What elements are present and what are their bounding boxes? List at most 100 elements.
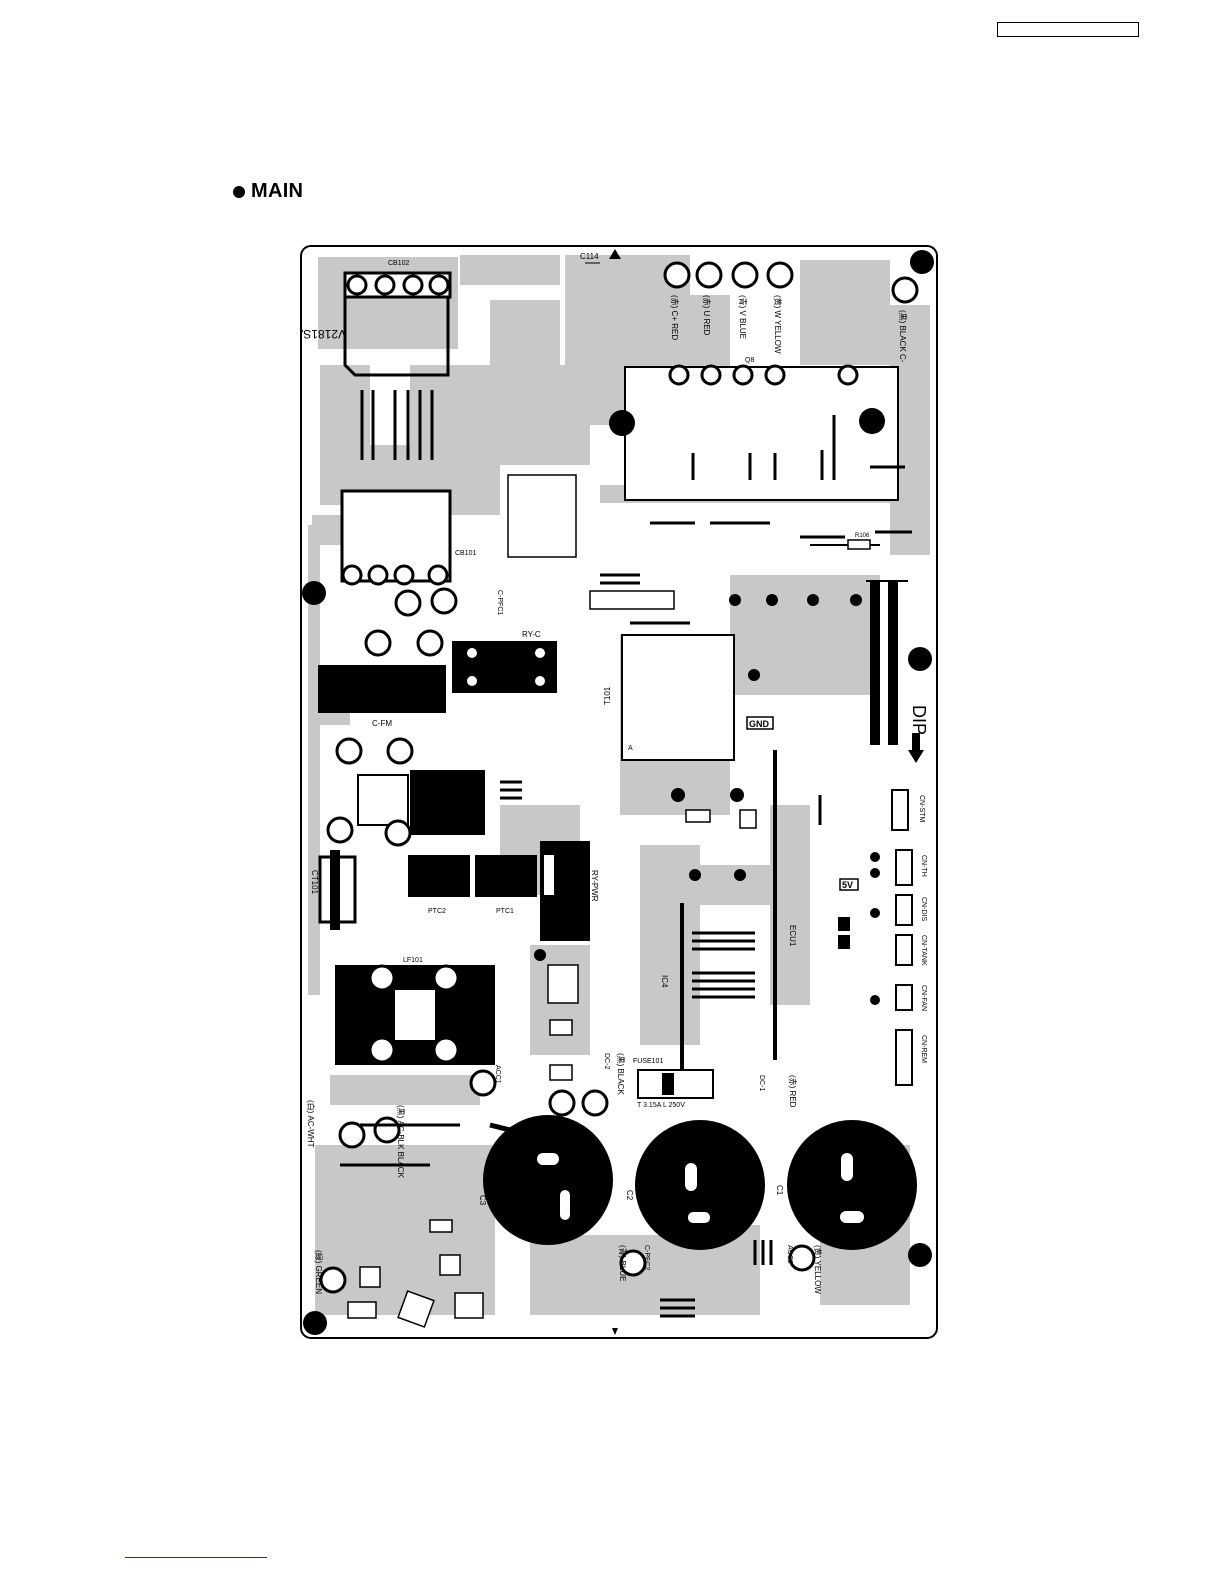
pin-pad [341,564,363,586]
cb102-outline [343,297,450,377]
ry-c-label: RY-C [522,630,541,639]
connector-label: CN-TH [920,855,927,877]
mount-hole [910,250,934,274]
cap [534,949,546,961]
pin-pad [427,564,449,586]
right-connectors [891,789,913,1086]
ic-part [685,809,711,823]
section-title: MAIN [233,180,303,203]
part [838,917,850,931]
pin-pad [668,364,690,386]
bulk-capacitors [483,1115,917,1250]
terminal-blue-pfc2 [619,1249,647,1277]
pin-pad [764,364,786,386]
terminal-label: (黒) AC-BLK BLACK [396,1105,405,1179]
terminal-yellow-acc2 [788,1244,816,1272]
vr-part [547,964,579,1004]
arrow-shaft [912,733,920,751]
cap [766,594,778,606]
terminal-gray2 [384,819,412,847]
terminal-label: (黄) YELLOW [813,1245,823,1294]
q8-jumpers [691,415,905,480]
ptc1-label: PTC1 [496,908,514,915]
fuse-element [662,1073,674,1095]
copper-area [530,1235,660,1315]
jp-jumpers [340,521,912,1318]
pin-pad [432,1036,460,1064]
cb101-body [340,489,452,583]
ic4-label: IC4 [660,975,669,988]
ecu1-label: ECU1 [788,925,797,947]
terminal-red-cplus [663,261,691,289]
terminal-label: (赤) U RED [702,295,711,336]
fuse-rating: T 3.15A L 250V [637,1102,685,1109]
q8-module [624,366,899,501]
ry-pwr-label: RY-PWR [590,870,599,902]
connector-cn-rem [895,1029,913,1086]
marker-triangle [612,1328,618,1335]
pin-pad [700,364,722,386]
top-terminals [663,261,919,304]
cap-slot [537,1153,559,1165]
cap [870,995,880,1005]
cap [671,788,685,802]
znr103 [359,1266,381,1288]
dip-label: DIP [909,705,929,735]
c2-label: C2 [625,1190,634,1201]
ptc3-label: PTC3 [513,869,522,890]
cs-box [357,774,409,826]
terminal-black-ac [373,1116,401,1144]
c3-label: C3 [478,1195,487,1206]
fuse-label: FUSE101 [633,1058,663,1065]
pin-pad [432,964,460,992]
5v-box [839,878,859,891]
connector-cn-dis [895,894,913,926]
arrow-down-icon [908,750,924,763]
copper-area [330,1075,480,1105]
mount-hole [908,647,932,671]
ct101-core [330,850,340,930]
copper-area [640,865,790,905]
terminal-label: (黄) W YELLOW [773,295,783,354]
q8-label: Q8 [745,357,754,364]
t101-label: T101 [603,686,612,705]
pc4-part [549,1064,573,1081]
relay-window [544,855,554,895]
terminal-yellow-w [766,261,794,289]
cb102-pins [346,274,450,296]
lf101-label: LF101 [403,957,423,964]
znr107 [397,1290,435,1328]
connector-cn-tank [895,934,913,966]
connector-cn-th [895,849,913,886]
connector-cn-fan [895,984,913,1011]
copper-area [410,365,590,465]
dc2-label: DC-2 [603,1053,610,1069]
cap-slot [685,1163,697,1191]
ic-part [739,809,757,829]
pcb-svg: C114 CB102 V2181SA-1 Q8 [284,245,938,1339]
part-no-text: V2181SA-1 [300,327,346,341]
terminal-label: (白) AC-WHT [306,1100,316,1148]
lf101-gap [395,990,435,1040]
footer-link-underline [125,1557,267,1558]
q8-pins [668,364,859,386]
pcb-diagram: C114 CB102 V2181SA-1 Q8 [284,245,938,1339]
cap-slot [688,1212,710,1223]
pin-pad [837,364,859,386]
lf101-pins [368,964,460,1064]
pin-pad [393,564,415,586]
copper-area [460,255,560,285]
cb101-label: CB101 [455,550,477,557]
heatsink-bar [888,580,898,745]
cap [870,852,880,862]
connector-label: CN-STM [918,795,925,822]
pin-pad [368,964,396,992]
znr108 [454,1292,484,1319]
r106-label: R106 [855,533,870,539]
bottom-terminals [319,1069,816,1294]
znr102 [439,1254,461,1276]
small-parts [534,669,880,1005]
terminal-red [430,587,458,615]
terminal-green [319,1266,347,1294]
c-pfc2-label: C-PFC2 [643,1245,650,1270]
